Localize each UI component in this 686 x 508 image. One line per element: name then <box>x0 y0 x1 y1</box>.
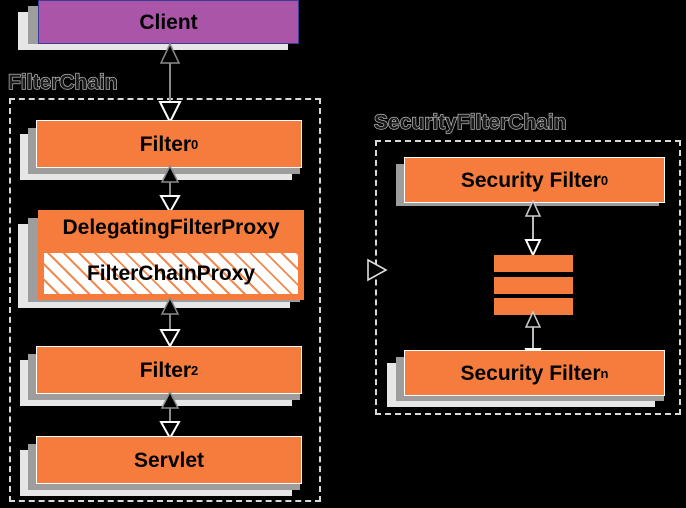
arrow-delegating-to-filter2 <box>156 296 184 349</box>
arrow-client-to-filter0 <box>156 42 184 125</box>
filter-chain-proxy-label: FilterChainProxy <box>86 262 256 285</box>
dfp-label: DelegatingFilterProxy <box>62 216 280 239</box>
client-face[interactable]: Client <box>38 0 299 44</box>
securityfiltern-label: Security Filter <box>460 361 601 385</box>
filter2-subscript: 2 <box>191 362 199 378</box>
group-label-securityfilterchain: SecurityFilterChain <box>373 111 567 134</box>
arrow-filter0-to-delegating <box>156 164 184 215</box>
filter0-subscript: 0 <box>191 136 199 152</box>
servlet-face[interactable]: Servlet <box>36 436 302 484</box>
filter-chain-proxy-box[interactable]: FilterChainProxy <box>42 251 300 296</box>
servlet-label: Servlet <box>133 448 205 472</box>
client-label: Client <box>139 10 198 34</box>
securityfilter0-label: Security Filter <box>460 168 601 192</box>
ellipsis-bar-1 <box>494 255 573 272</box>
securityfilter0-subscript: 0 <box>600 172 609 188</box>
group-box-filterchain <box>9 98 321 502</box>
filter0-label: Filter <box>139 132 192 156</box>
group-box-securityfilterchain <box>375 140 681 415</box>
filterchainproxy-to-securitychain-marker <box>366 256 390 289</box>
arrow-securityfilter0-to-bars <box>521 199 545 258</box>
securityfiltern-subscript: n <box>600 365 609 381</box>
arrow-filter2-to-servlet <box>156 390 184 441</box>
filter2-label: Filter <box>139 358 192 382</box>
group-label-filterchain: FilterChain <box>7 71 118 94</box>
ellipsis-bar-2 <box>494 277 573 294</box>
ellipsis-bar-3 <box>494 298 573 315</box>
